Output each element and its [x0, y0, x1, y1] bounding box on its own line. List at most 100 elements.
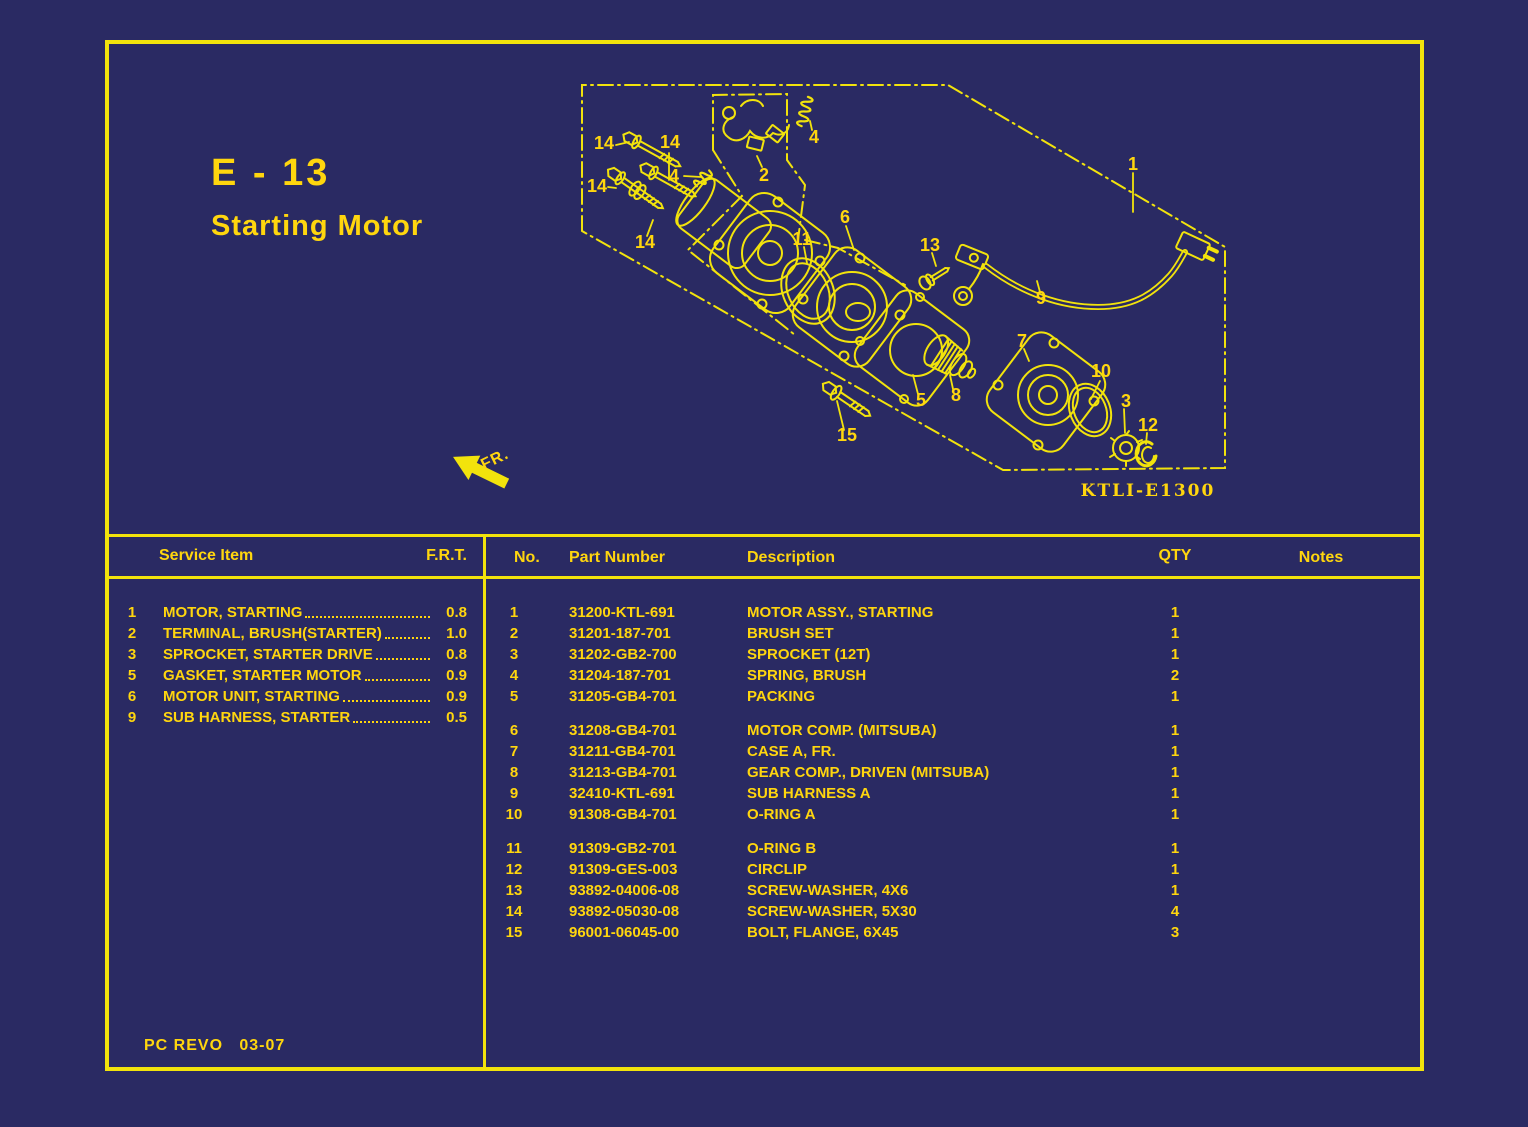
service-row-item: TERMINAL, BRUSH(STARTER) — [163, 625, 382, 642]
description-header: Description — [747, 549, 836, 566]
service-row-no: 9 — [127, 709, 137, 726]
dot-leader — [384, 623, 430, 639]
parts-row-no: 3 — [509, 646, 519, 663]
callout-13: 13 — [920, 235, 940, 255]
case-a-7 — [985, 331, 1107, 453]
parts-row-notes — [1223, 686, 1420, 707]
parts-row-part-number: 31213-GB4-701 — [569, 764, 677, 781]
callout-15: 15 — [837, 425, 857, 445]
callout-10: 10 — [1091, 361, 1111, 381]
parts-row-notes — [1223, 859, 1420, 880]
parts-row-part-number: 91309-GB2-701 — [569, 840, 677, 857]
parts-row-qty: 1 — [1170, 764, 1180, 781]
service-table-header: Service Item F.R.T. — [109, 537, 483, 579]
parts-row-qty: 1 — [1170, 722, 1180, 739]
notes-header: Notes — [1298, 549, 1344, 566]
parts-row-part-number: 96001-06045-00 — [569, 924, 680, 941]
parts-row-no: 7 — [509, 743, 519, 760]
service-row-item: SPROCKET, STARTER DRIVE — [163, 646, 373, 663]
parts-row-description: CASE A, FR. — [747, 743, 836, 760]
parts-row-qty: 4 — [1170, 903, 1180, 920]
service-row[interactable]: 5 GASKET, STARTER MOTOR 0.9 — [109, 665, 483, 686]
parts-row-notes — [1223, 838, 1420, 859]
service-item-header: Service Item — [159, 547, 254, 564]
parts-row-no: 13 — [505, 882, 523, 899]
parts-row-qty: 1 — [1170, 743, 1180, 760]
parts-row-part-number: 31211-GB4-701 — [569, 743, 676, 760]
parts-row-part-number: 93892-05030-08 — [569, 903, 680, 920]
callout-12: 12 — [1138, 415, 1158, 435]
parts-row-part-number: 91308-GB4-701 — [569, 806, 677, 823]
catalog-footer: PC REVO 03-07 — [144, 1037, 286, 1054]
parts-row-notes — [1223, 741, 1420, 762]
parts-row-description: SCREW-WASHER, 4X6 — [747, 882, 909, 899]
parts-row-qty: 1 — [1170, 806, 1180, 823]
parts-row-qty: 1 — [1170, 785, 1180, 802]
parts-row-description: O-RING B — [747, 840, 817, 857]
parts-row-part-number: 31201-187-701 — [569, 625, 671, 642]
parts-row-no: 2 — [509, 625, 519, 642]
service-row-frt: 1.0 — [446, 625, 467, 642]
parts-row-no: 8 — [509, 764, 519, 781]
service-row-item: MOTOR, STARTING — [163, 604, 303, 621]
parts-row-no: 12 — [505, 861, 523, 878]
callout-2: 2 — [759, 165, 769, 185]
parts-row-part-number: 93892-04006-08 — [569, 882, 680, 899]
parts-row-part-number: 32410-KTL-691 — [569, 785, 675, 802]
service-row-frt: 0.9 — [446, 667, 467, 684]
parts-row-notes — [1223, 665, 1420, 686]
brush-set-2 — [722, 99, 790, 152]
screw-13 — [918, 267, 951, 291]
dot-leader — [305, 602, 430, 618]
dot-leader — [353, 707, 430, 723]
parts-row-notes — [1223, 602, 1420, 623]
callout-8: 8 — [951, 385, 961, 405]
service-row-item: GASKET, STARTER MOTOR — [163, 667, 362, 684]
parts-row-part-number: 31200-KTL-691 — [569, 604, 675, 621]
parts-row-no: 6 — [509, 722, 519, 739]
parts-row-notes — [1223, 783, 1420, 804]
parts-row-no: 10 — [505, 806, 523, 823]
callout-14-c: 14 — [587, 176, 607, 196]
dot-leader — [342, 686, 430, 702]
parts-row-part-number: 31208-GB4-701 — [569, 722, 677, 739]
parts-row-no: 15 — [505, 924, 523, 941]
callout-1: 1 — [1128, 154, 1138, 174]
parts-row-no: 1 — [509, 604, 519, 621]
gear-8 — [923, 334, 977, 379]
callout-14-b: 14 — [660, 132, 680, 152]
callout-9: 9 — [1036, 288, 1046, 308]
service-row-item: SUB HARNESS, STARTER — [163, 709, 351, 726]
service-row-no: 5 — [127, 667, 137, 684]
page-frame: E - 13 Starting Motor Service Item F.R.T… — [105, 40, 1424, 1071]
parts-row[interactable]: 7 31211-GB4-701 CASE A, FR. 1 — [486, 741, 1420, 762]
parts-row-qty: 1 — [1170, 604, 1180, 621]
service-row-item: MOTOR UNIT, STARTING — [163, 688, 340, 705]
bolt-15 — [821, 380, 872, 417]
parts-row-description: PACKING — [747, 688, 816, 705]
